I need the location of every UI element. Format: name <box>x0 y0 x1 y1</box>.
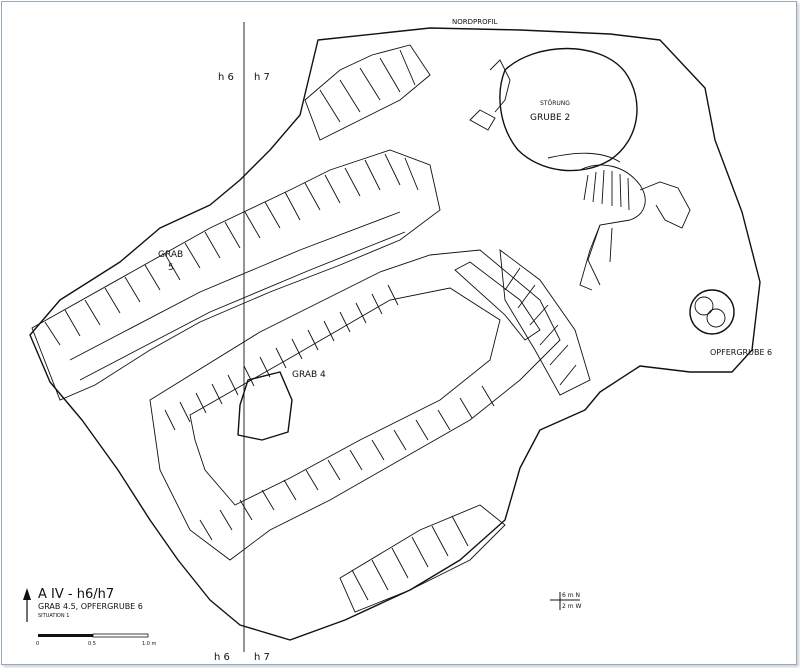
coord-lower: 2 m W <box>562 603 581 610</box>
opfergrube-6 <box>689 289 735 335</box>
plan-subtitle: GRAB 4.5, OPFERGRUBE 6 <box>38 602 143 611</box>
label-opfergrube-6: OPFERGRUBE 6 <box>710 348 772 357</box>
plan-situation: SITUATION 1 <box>38 613 69 619</box>
north-stones <box>304 44 431 141</box>
coord-upper: 6 m N <box>562 592 580 599</box>
grube-2-inner <box>547 152 621 163</box>
coordinate-marker <box>550 592 580 610</box>
plan-title: A IV - h6/h7 <box>38 587 114 602</box>
scale-end: 1.0 m <box>142 641 157 647</box>
label-grab-4: GRAB 4 <box>292 370 326 380</box>
label-stoerung: STÖRUNG <box>540 100 570 107</box>
excavation-outline <box>29 27 761 641</box>
label-grube-2: GRUBE 2 <box>530 113 570 123</box>
grid-label-bottom-left: h 6 <box>214 652 230 663</box>
grube-2-outline <box>499 47 638 172</box>
grid-label-top-left: h 6 <box>218 72 234 83</box>
grid-label-top-right: h 7 <box>254 72 270 83</box>
scale-start: 0 <box>36 641 39 647</box>
label-nordprofil: NORDPROFIL <box>452 18 498 26</box>
grab-4-stone <box>237 371 293 441</box>
grab-5-stones <box>31 149 441 401</box>
grab-4-walls <box>149 249 561 561</box>
grid-label-bottom-right: h 7 <box>254 652 270 663</box>
scale-bar <box>38 633 149 638</box>
north-arrow-icon <box>23 588 31 622</box>
animal-skeleton <box>469 59 691 291</box>
south-stones <box>339 504 506 613</box>
scale-mid: 0.5 <box>88 641 96 647</box>
east-stones <box>499 249 591 396</box>
label-grab-5-b: 5 <box>168 263 174 273</box>
label-grab-5-a: GRAB <box>158 250 183 260</box>
